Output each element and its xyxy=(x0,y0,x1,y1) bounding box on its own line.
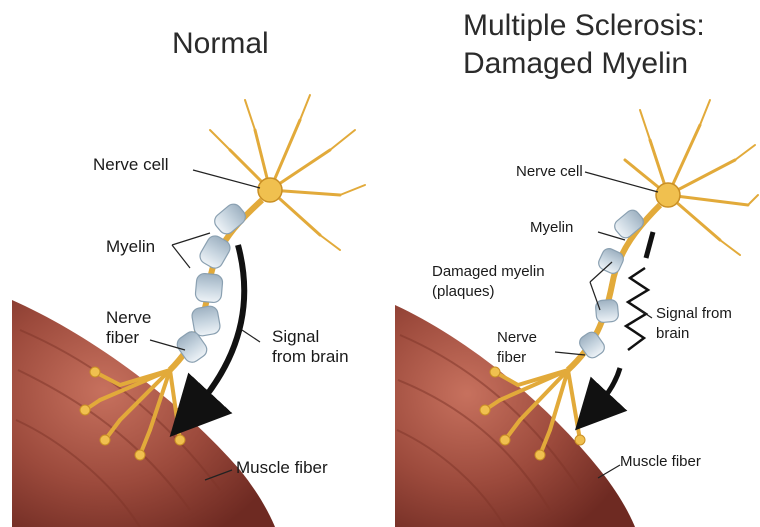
signal-zigzag xyxy=(626,268,648,350)
label-signal-left-1: Signal xyxy=(272,327,319,346)
label-myelin-left: Myelin xyxy=(106,237,155,256)
label-muscle-fiber-left: Muscle fiber xyxy=(236,458,328,477)
label-damaged-myelin-2: (plaques) xyxy=(432,283,495,300)
label-nerve-fiber-right-1: Nerve xyxy=(497,329,537,346)
label-damaged-myelin-1: Damaged myelin xyxy=(432,263,545,280)
signal-arrow-right-top xyxy=(646,232,653,258)
label-nerve-fiber-right-2: fiber xyxy=(497,349,526,366)
label-myelin-right: Myelin xyxy=(530,219,573,236)
label-signal-left-2: from brain xyxy=(272,347,349,366)
label-muscle-fiber-right: Muscle fiber xyxy=(620,453,701,470)
nerve-cell-right xyxy=(625,100,758,255)
label-nerve-cell-right: Nerve cell xyxy=(516,163,583,180)
signal-arrow-right-bottom xyxy=(592,368,620,412)
right-panel: Nerve cell Myelin Damaged myelin (plaque… xyxy=(395,100,758,527)
label-nerve-cell-left: Nerve cell xyxy=(93,155,169,174)
label-signal-right-2: brain xyxy=(656,325,689,342)
left-panel: Nerve cell Myelin Nerve fiber Signal fro… xyxy=(12,95,365,527)
label-nerve-fiber-left-1: Nerve xyxy=(106,308,151,327)
label-nerve-fiber-left-2: fiber xyxy=(106,328,139,347)
label-signal-right-1: Signal from xyxy=(656,305,732,322)
